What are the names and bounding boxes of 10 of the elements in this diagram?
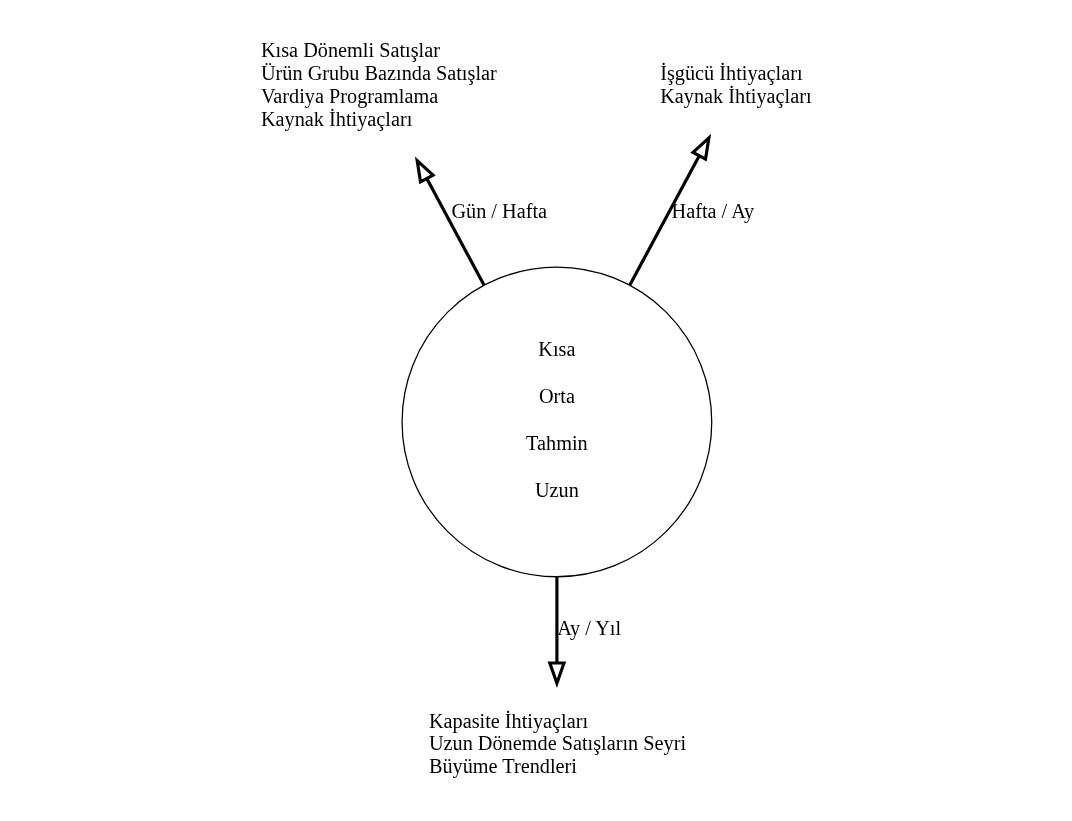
edge-label: Ay / Yıl <box>557 617 622 640</box>
edge-label: Gün / Hafta <box>451 200 548 223</box>
node-circle: Kısa Orta Tahmin Uzun <box>401 266 713 578</box>
node-text: Kapasite İhtiyaçları Uzun Dönemde Satışların Seyri Büyüme Trendleri <box>428 709 687 778</box>
node-text: İşgücü İhtiyaçları Kaynak İhtiyaçları <box>660 62 812 108</box>
arrow <box>547 577 567 689</box>
arrow <box>414 156 486 286</box>
edge-label: Hafta / Ay <box>671 200 755 223</box>
arrow <box>628 133 712 286</box>
node-text: Kısa Dönemli Satışlar Ürün Grubu Bazında Satışlar Vardiya Programlama Kaynak İhtiyaçları <box>260 39 497 130</box>
